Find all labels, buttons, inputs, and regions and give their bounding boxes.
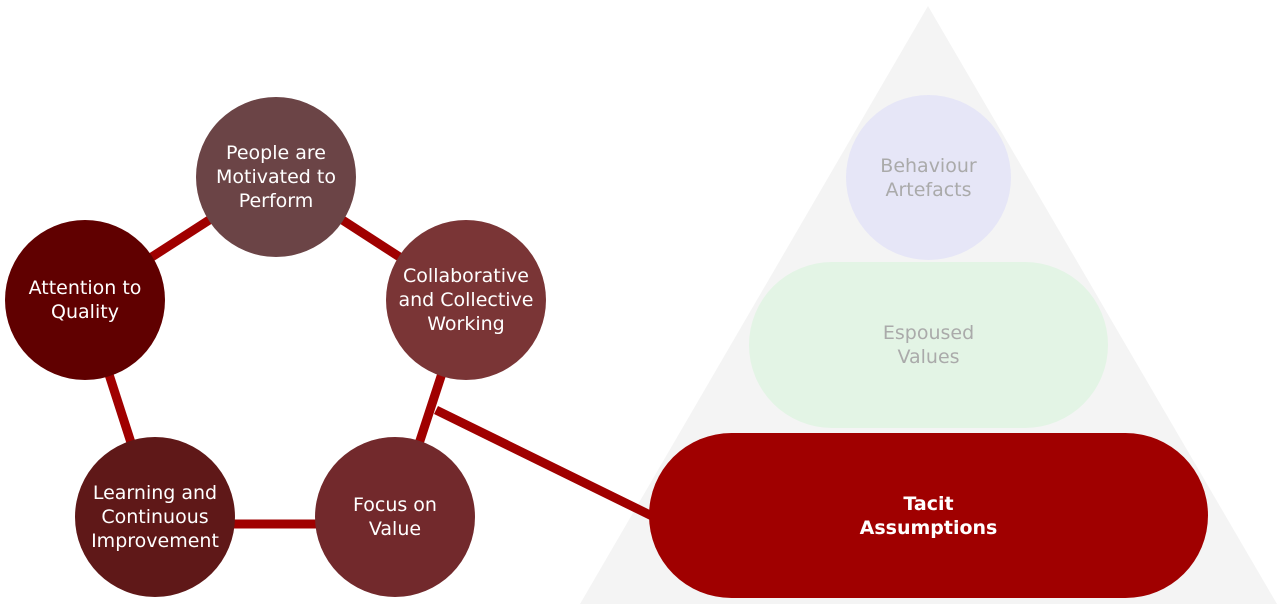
- espoused-values-label: Espoused Values: [882, 322, 975, 368]
- behaviour-artefacts-label: Behaviour Artefacts: [880, 154, 977, 201]
- tacit-assumptions-layer: Tacit Assumptions: [649, 433, 1208, 598]
- connector-collaborative-tacit: [434, 405, 654, 521]
- behaviour-artefacts-layer: Behaviour Artefacts: [846, 95, 1011, 260]
- tacit-assumptions-label: Tacit Assumptions: [859, 492, 998, 539]
- node-attention-quality: Attention to Quality: [5, 220, 165, 380]
- node-learning-improvement: Learning and Continuous Improvement: [75, 437, 235, 597]
- node-focus-value-label: Focus on Value: [353, 494, 437, 540]
- node-people-motivated-label: People are Motivated to Perform: [216, 142, 336, 212]
- espoused-values-layer: Espoused Values: [749, 262, 1108, 428]
- node-collaborative-working-label: Collaborative and Collective Working: [398, 265, 534, 335]
- node-attention-quality-label: Attention to Quality: [28, 277, 142, 323]
- node-learning-improvement-label: Learning and Continuous Improvement: [91, 482, 219, 552]
- node-collaborative-working: Collaborative and Collective Working: [386, 220, 546, 380]
- node-focus-value: Focus on Value: [315, 437, 475, 597]
- node-people-motivated: People are Motivated to Perform: [196, 97, 356, 257]
